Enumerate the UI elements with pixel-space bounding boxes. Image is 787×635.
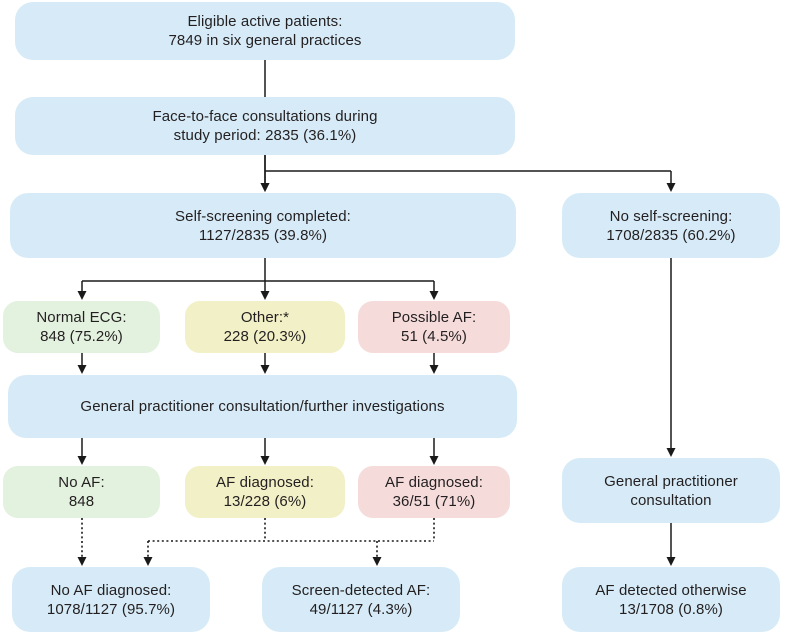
node-no-af: No AF: 848 xyxy=(3,466,160,518)
node-text: 1078/1127 (95.7%) xyxy=(46,600,176,618)
node-text: Possible AF: xyxy=(391,309,477,326)
node-text: 49/1127 (4.3%) xyxy=(309,600,413,618)
node-text: No AF diagnosed: xyxy=(50,581,172,599)
node-screen-detected-af: Screen-detected AF: 49/1127 (4.3%) xyxy=(262,567,460,632)
node-text: study period: 2835 (36.1%) xyxy=(173,127,357,144)
node-eligible-patients: Eligible active patients: 7849 in six ge… xyxy=(15,2,515,60)
node-text: Face-to-face consultations during xyxy=(152,108,378,125)
node-af-detected-otherwise: AF detected otherwise 13/1708 (0.8%) xyxy=(562,567,780,632)
node-gp-consultation: General practitioner consultation xyxy=(562,458,780,523)
node-text: AF detected otherwise xyxy=(595,581,747,599)
node-text: 13/228 (6%) xyxy=(223,493,307,510)
node-text: AF diagnosed: xyxy=(384,474,484,491)
node-no-af-diagnosed: No AF diagnosed: 1078/1127 (95.7%) xyxy=(12,567,210,632)
node-text: Normal ECG: xyxy=(36,309,127,326)
node-text: No self-screening: xyxy=(609,207,733,225)
node-face-to-face-consultations: Face-to-face consultations during study … xyxy=(15,97,515,155)
node-other-result: Other:* 228 (20.3%) xyxy=(185,301,345,353)
node-text: 51 (4.5%) xyxy=(401,328,467,345)
node-af-diagnosed-from-possible: AF diagnosed: 36/51 (71%) xyxy=(358,466,510,518)
node-text: 36/51 (71%) xyxy=(392,493,476,510)
node-text: 1127/2835 (39.8%) xyxy=(198,226,328,244)
node-self-screening-completed: Self-screening completed: 1127/2835 (39.… xyxy=(10,193,516,258)
node-text: 1708/2835 (60.2%) xyxy=(606,226,736,244)
node-text: No AF: xyxy=(58,474,105,491)
node-possible-af: Possible AF: 51 (4.5%) xyxy=(358,301,510,353)
node-text: Eligible active patients: xyxy=(187,13,343,30)
solid-arrows xyxy=(77,60,676,566)
dashed-arrows xyxy=(77,518,435,566)
node-no-self-screening: No self-screening: 1708/2835 (60.2%) xyxy=(562,193,780,258)
node-text: consultation xyxy=(630,491,712,509)
node-text: Other:* xyxy=(240,309,290,326)
node-text: General practitioner consultation/furthe… xyxy=(80,398,445,415)
node-text: Screen-detected AF: xyxy=(291,581,431,599)
node-gp-consultation-investigations: General practitioner consultation/furthe… xyxy=(8,375,517,438)
node-text: 848 (75.2%) xyxy=(40,328,123,345)
node-text: AF diagnosed: xyxy=(215,474,315,491)
node-text: 7849 in six general practices xyxy=(168,32,362,49)
node-af-diagnosed-from-other: AF diagnosed: 13/228 (6%) xyxy=(185,466,345,518)
node-text: General practitioner xyxy=(604,472,738,490)
node-text: 848 xyxy=(68,493,95,510)
node-text: 13/1708 (0.8%) xyxy=(619,600,723,618)
node-normal-ecg: Normal ECG: 848 (75.2%) xyxy=(3,301,160,353)
node-text: 228 (20.3%) xyxy=(223,328,307,345)
node-text: Self-screening completed: xyxy=(175,207,351,225)
